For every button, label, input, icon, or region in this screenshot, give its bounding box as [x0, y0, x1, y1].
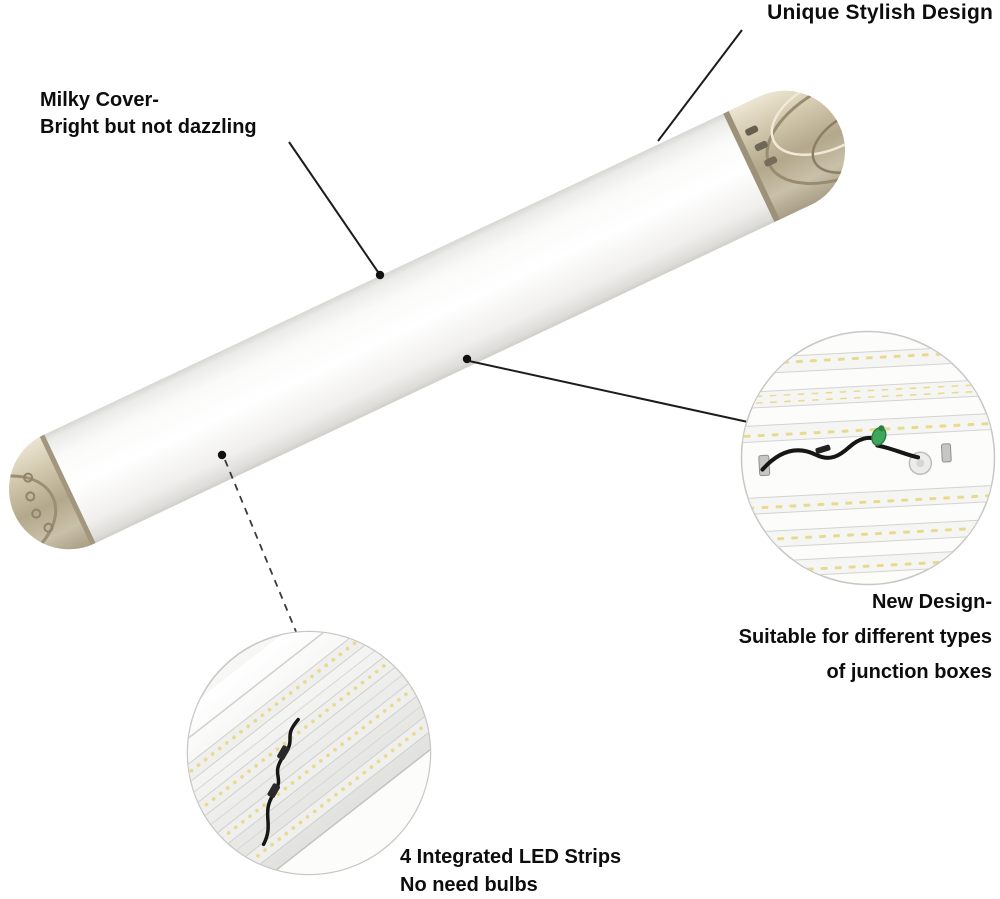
dot-strips-callout [217, 450, 227, 460]
wire-ferrule [815, 444, 831, 454]
label-led-strips: 4 Integrated LED Strips No need bulbs [400, 843, 621, 899]
led-strip-row [742, 378, 994, 410]
dot-junction-callout [462, 354, 472, 364]
led-strip-row [204, 684, 430, 874]
label-led-strips-line1: 4 Integrated LED Strips [400, 846, 622, 868]
dot-milky-cover [375, 270, 385, 280]
label-new-design: New Design- Suitable for different types… [739, 585, 992, 690]
label-milky-cover: Milky Cover- Bright but not dazzling [40, 87, 257, 141]
label-new-design-line3: of junction boxes [826, 661, 992, 683]
label-unique-stylish-design: Unique Stylish Design [767, 1, 993, 24]
label-led-strips-line2: No need bulbs [400, 874, 538, 896]
led-strip-row [742, 518, 994, 550]
fixture-milky-cover [8, 90, 846, 550]
led-strip-row [742, 344, 994, 376]
fixture-end-cap-left [0, 434, 96, 570]
callout-connectors [217, 29, 749, 635]
label-new-design-line1: New Design- [871, 591, 992, 613]
label-milky-cover-line1: Milky Cover- [40, 89, 159, 111]
connector-unique-design [657, 29, 743, 142]
connector-strips-callout [224, 459, 298, 635]
label-milky-cover-line2: Bright but not dazzling [40, 116, 257, 138]
wire-clamp [277, 745, 290, 761]
wire-clamp [267, 783, 280, 799]
connector-junction-callout [468, 360, 749, 423]
cable-clamp-right [940, 443, 952, 463]
black-wire [875, 443, 921, 460]
junction-box-callout [740, 330, 996, 586]
black-wire [760, 444, 852, 472]
connector-milky-cover [288, 141, 379, 273]
led-strip-row [742, 484, 994, 516]
black-wire [261, 717, 300, 847]
light-fixture [0, 70, 865, 570]
led-strip-row [188, 632, 409, 816]
cover-edge [223, 708, 430, 874]
label-new-design-line2: Suitable for different types [738, 626, 992, 648]
led-strip-row [188, 655, 430, 873]
